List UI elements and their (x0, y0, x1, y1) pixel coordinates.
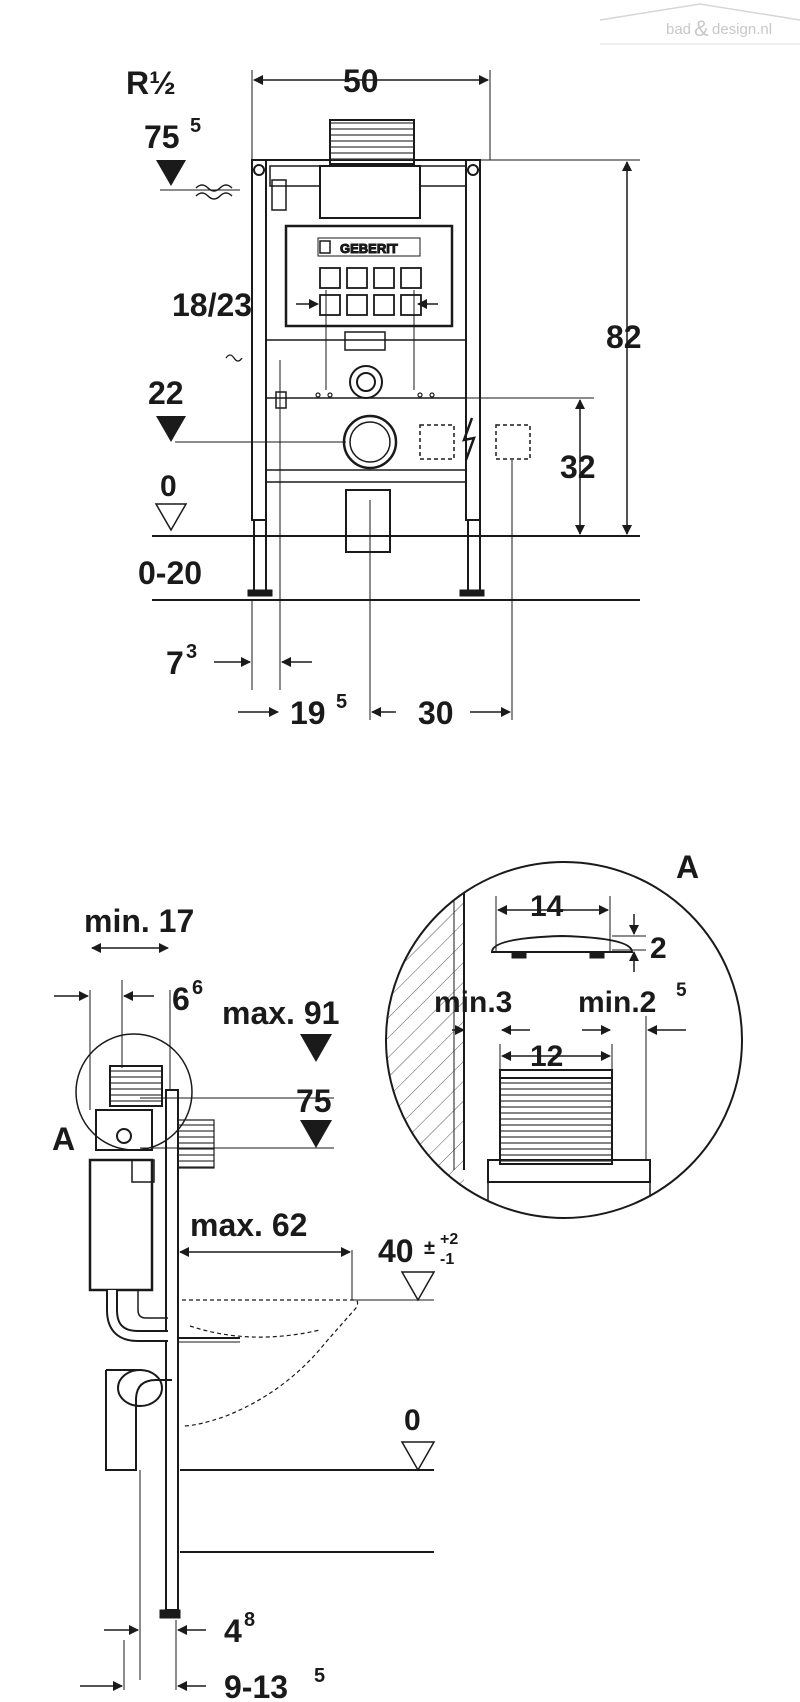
frame-bolt (467, 164, 479, 176)
frame-left-upright (251, 159, 267, 521)
label-seat-height: 40 (378, 1233, 414, 1269)
label-foot-offset: 7 (166, 645, 184, 681)
label-wall-offset: 4 (224, 1613, 242, 1649)
frame-right-leg (467, 519, 481, 593)
level-marker-22 (156, 416, 186, 442)
fixing-bolt-right (495, 424, 531, 460)
detail-circle (385, 861, 743, 1219)
label-floor-range: 0-20 (138, 555, 202, 591)
label-min-left: min.3 (434, 986, 512, 1019)
label-inlet-height: 75 (144, 119, 180, 155)
detail-dimensions (452, 905, 686, 1061)
level-marker-40 (400, 1271, 436, 1302)
level-marker-91 (300, 1034, 332, 1062)
label-depth-offset: 6 (172, 981, 190, 1017)
label-min-depth: min. 17 (84, 903, 194, 939)
label-opening-width: 12 (530, 1040, 563, 1073)
label-button-spacing: 18/23 (172, 287, 252, 323)
side-dimensions (54, 943, 351, 1691)
wc-bowl-outline (181, 1299, 359, 1427)
front-markers (154, 160, 188, 532)
detail-flush-plate (490, 934, 634, 953)
label-thread: R½ (126, 65, 176, 101)
label-side-offset: 30 (418, 695, 454, 731)
side-frame (165, 1089, 179, 1611)
watermark: bad & design.nl (599, 3, 800, 45)
label-frame-width: 50 (343, 63, 379, 99)
label-foot-offset-sup: 3 (186, 641, 197, 663)
water-connection (349, 365, 383, 399)
frame-left-leg (253, 519, 267, 593)
watermark-text-left: bad (666, 21, 691, 38)
label-max-projection: max. 62 (190, 1207, 307, 1243)
label-plate-thickness: 2 (650, 932, 667, 965)
level-marker-0-side (400, 1441, 436, 1472)
label-floor-zero-side: 0 (404, 1404, 421, 1437)
side-labels: min. 17 6 6 max. 91 75 A max. 62 40 ± +2… (52, 903, 458, 1702)
flush-buttons (319, 267, 422, 316)
label-drain-height: 22 (148, 375, 184, 411)
label-wall-range-sup: 5 (314, 1665, 325, 1687)
label-bolt-height: 32 (560, 449, 596, 485)
fixing-bolt-left (419, 424, 455, 460)
top-grill (329, 119, 415, 165)
detail-grill (499, 1073, 613, 1165)
label-depth-offset-sup: 6 (192, 977, 203, 999)
side-view (75, 980, 434, 1690)
label-min-right: min.2 (578, 986, 656, 1019)
level-marker-75 (156, 160, 186, 186)
frame-right-upright (465, 159, 481, 521)
label-center-offset: 19 (290, 695, 326, 731)
label-inlet-height-sup: 5 (190, 115, 201, 137)
label-frame-height: 82 (606, 319, 642, 355)
label-detail-ref: A (52, 1121, 75, 1157)
detail-labels: A 14 2 min.3 min.2 5 12 (434, 849, 699, 1073)
level-marker-0 (154, 503, 188, 532)
drain-pipe (345, 489, 391, 553)
front-view: GEBERIT (152, 70, 640, 720)
side-cistern (88, 1158, 154, 1292)
front-dimensions (214, 75, 632, 717)
label-wall-range: 9-13 (224, 1669, 288, 1702)
level-marker-75-side (300, 1120, 332, 1148)
detail-callout-circle (75, 1033, 193, 1151)
side-markers (300, 1034, 436, 1472)
label-floor-zero: 0 (160, 470, 177, 503)
label-plate-height: 75 (296, 1083, 332, 1119)
label-detail-a: A (676, 849, 699, 885)
watermark-ampersand: & (694, 16, 709, 41)
label-plate-width: 14 (530, 890, 564, 923)
frame-bolt (253, 164, 265, 176)
label-min-right-sup: 5 (676, 980, 687, 1001)
label-seat-height-tol-bot: -1 (440, 1251, 454, 1268)
drain-outlet (342, 414, 398, 470)
label-center-offset-sup: 5 (336, 691, 347, 713)
label-seat-height-pm: ± (424, 1237, 435, 1259)
brand-label: GEBERIT (340, 241, 398, 256)
label-max-height: max. 91 (222, 995, 339, 1031)
label-seat-height-tol-top: +2 (440, 1231, 458, 1248)
label-wall-offset-sup: 8 (244, 1609, 255, 1631)
cistern-body (319, 165, 421, 219)
front-labels: R½ 75 5 50 18/23 22 0 0-20 82 32 7 3 19 … (126, 63, 642, 731)
watermark-text-right: design.nl (712, 21, 772, 38)
detail-wall-hatch (386, 862, 464, 1218)
